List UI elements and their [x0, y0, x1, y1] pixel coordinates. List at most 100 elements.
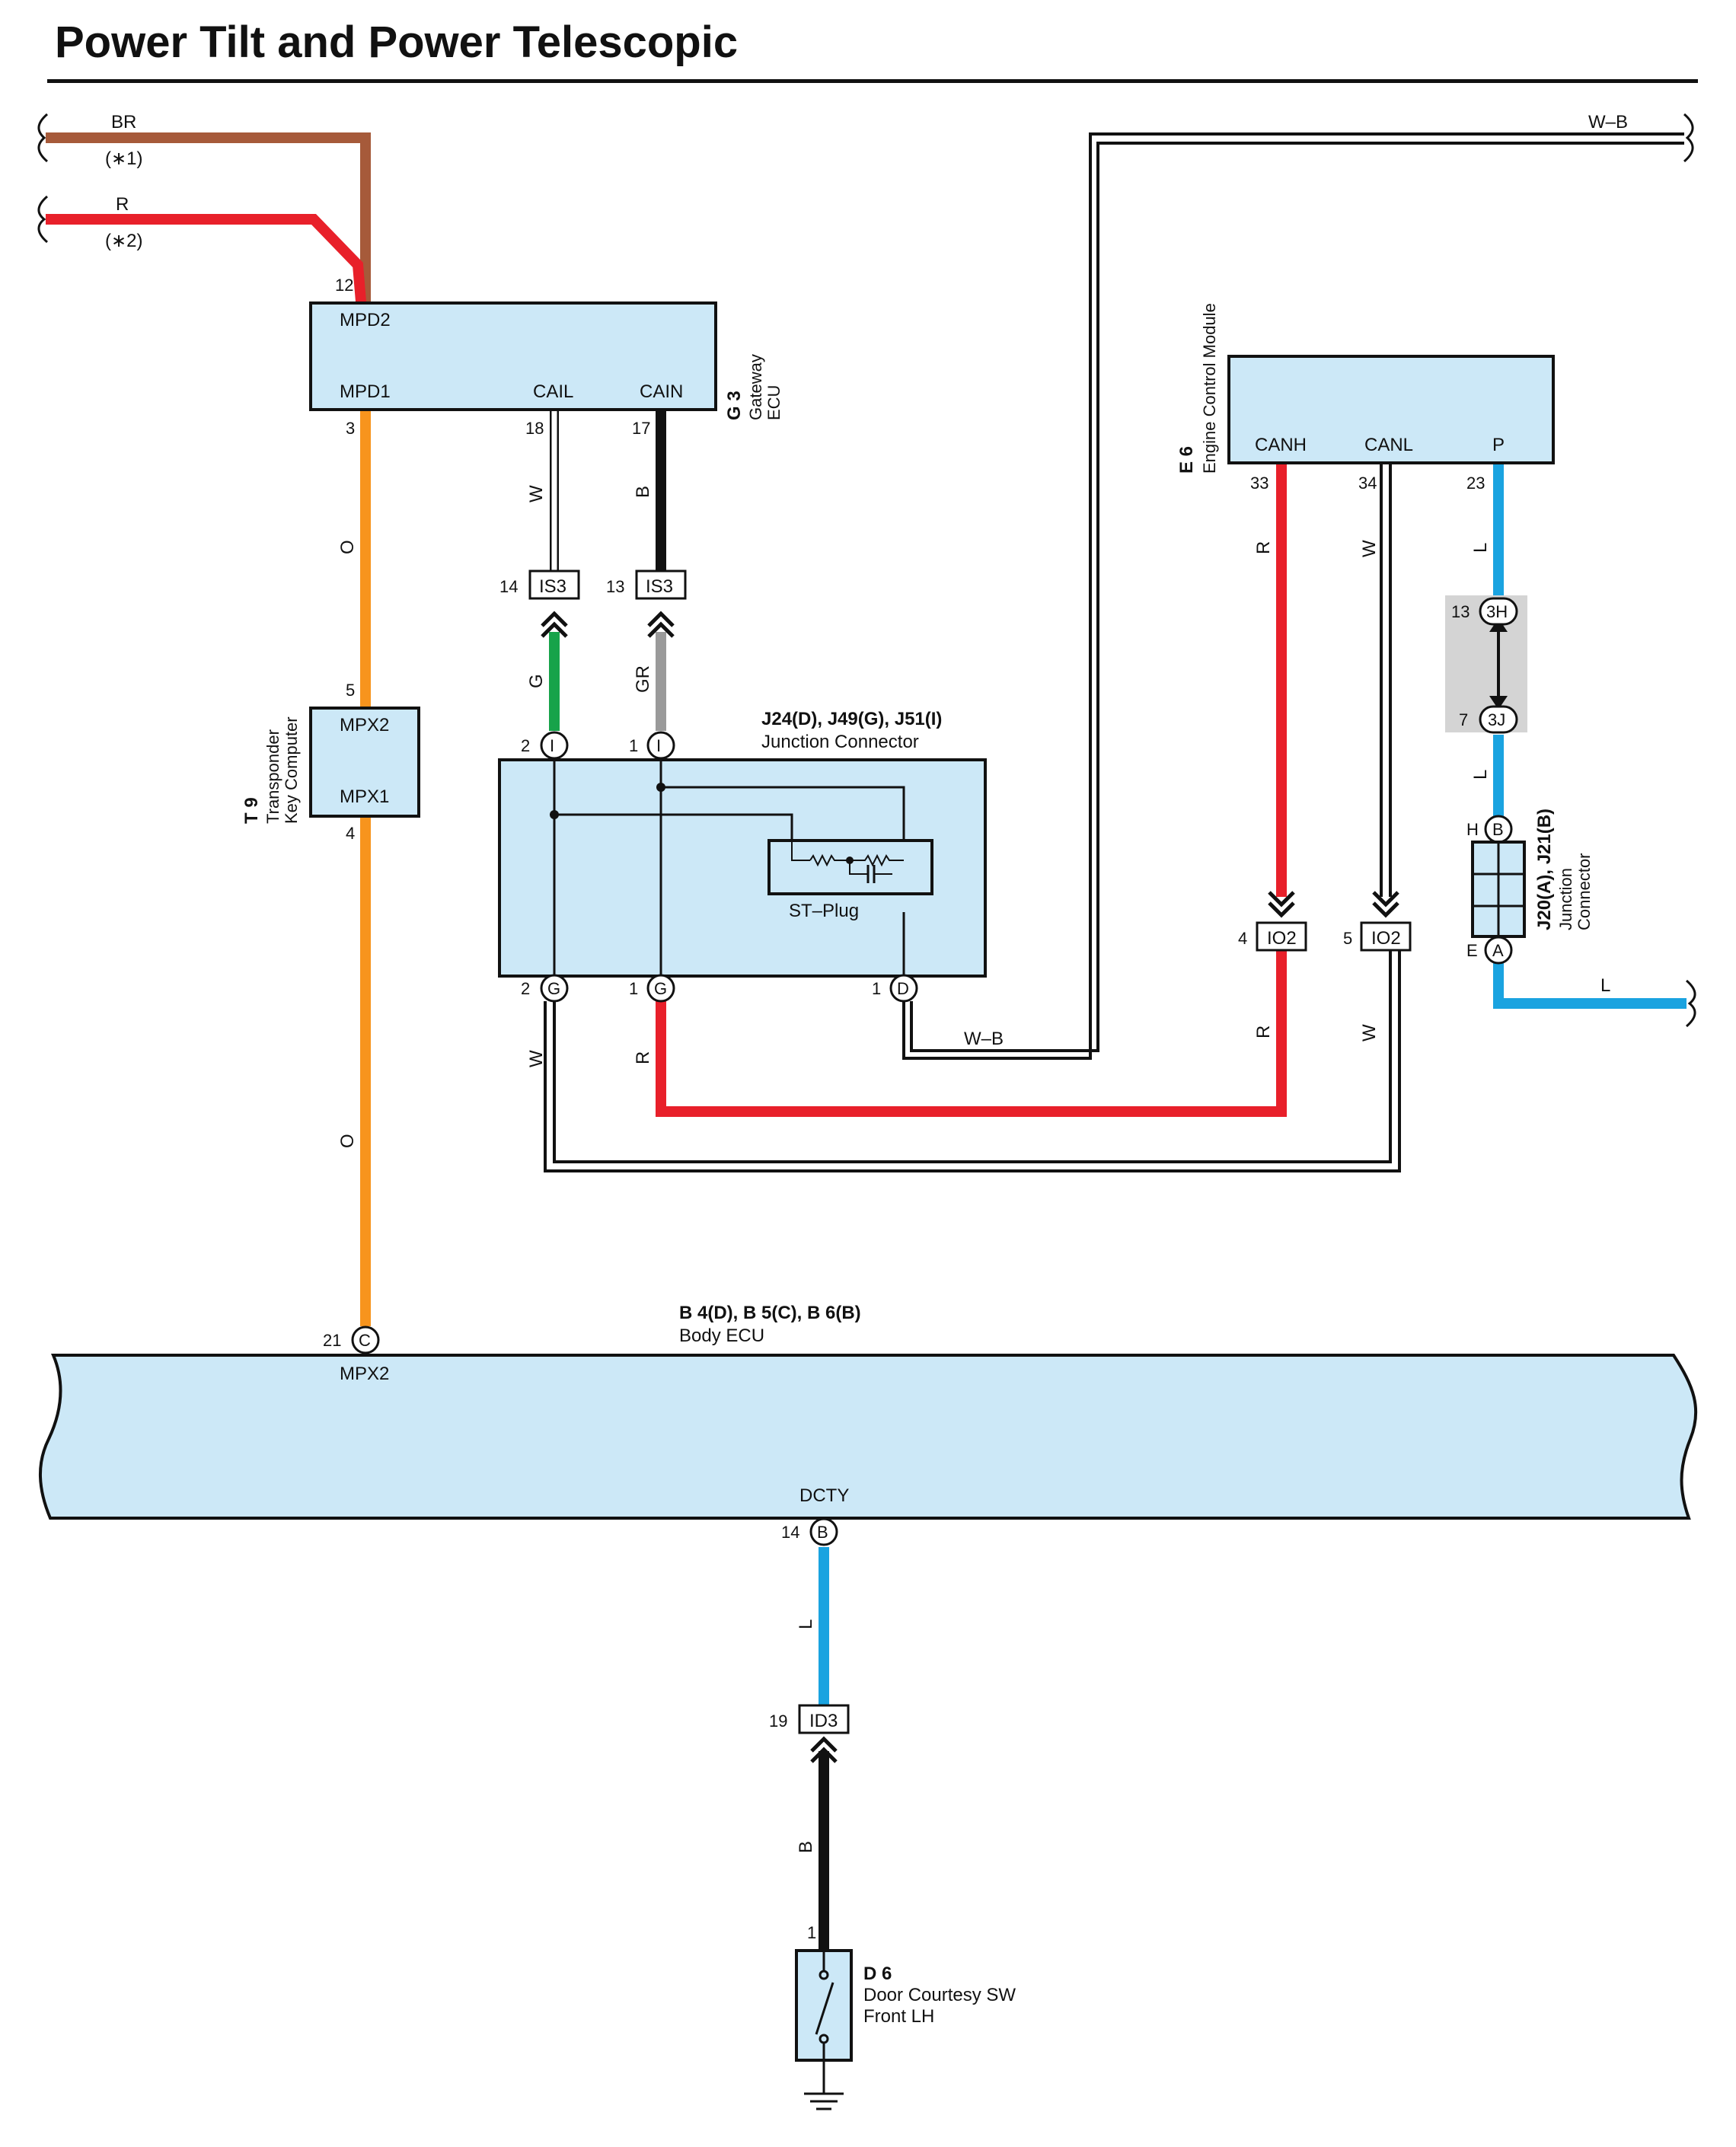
wire-l-out — [1493, 950, 1687, 1009]
wire-label-w-junction: W — [526, 1050, 547, 1067]
pin-1-bottom-g: 1 — [629, 979, 638, 998]
wire-note-2: (∗2) — [105, 231, 142, 251]
wire-label-l-p: L — [1470, 543, 1491, 553]
wire-labels: BR (∗1) R (∗2) W–B W–B O O W B G GR W R … — [105, 112, 1628, 1853]
body-pin-c: C — [359, 1331, 371, 1350]
wire-w-canl-inner — [553, 950, 1392, 1163]
wire-wb-outer — [902, 132, 1684, 1060]
wire-label-l-mid: L — [1470, 770, 1491, 780]
j20-name2: Connector — [1575, 853, 1594, 930]
body-pin-b: B — [817, 1523, 828, 1542]
chevron-down-icon — [1372, 891, 1399, 918]
door-pin-1: 1 — [807, 1923, 816, 1942]
wire-label-w-io2: W — [1359, 1024, 1380, 1042]
pin-13-is3: 13 — [606, 577, 624, 596]
gateway-pin-cail: CAIL — [533, 381, 573, 402]
title-underline — [47, 79, 1698, 83]
j20-pin-a: A — [1492, 941, 1504, 960]
pin-14-is3: 14 — [499, 577, 518, 596]
pin-14-body: 14 — [781, 1523, 799, 1542]
wire-label-gr: GR — [633, 665, 653, 693]
wire-label-l-out: L — [1600, 975, 1610, 996]
junction-connector-j20: B H A E J20(A), J21(B) Junction Connecto… — [1466, 809, 1594, 965]
wire-label-wb-top: W–B — [1588, 112, 1628, 132]
pin-21: 21 — [323, 1331, 341, 1350]
pin-1-bottom-d: 1 — [872, 979, 881, 998]
id3-connector: ID3 19 — [769, 1704, 850, 1763]
wire-r-gateway — [46, 214, 367, 311]
wire-label-l-dcty: L — [796, 1619, 816, 1629]
engine-control-module: CANH CANL P 33 34 23 E 6 Engine Control … — [1176, 303, 1555, 493]
j20-code: J20(A), J21(B) — [1534, 809, 1555, 930]
chevron-up-icon — [647, 611, 675, 638]
io2-right-label: IO2 — [1371, 928, 1401, 949]
junction-pin-i-right: I — [656, 736, 661, 755]
connector-3j: 3J — [1488, 710, 1505, 729]
transponder-name: Transponder — [263, 729, 282, 824]
transponder-name2: Key Computer — [282, 716, 301, 824]
ecm-pin-canl: CANL — [1364, 435, 1413, 455]
wire-label-r-canh: R — [1253, 541, 1274, 554]
gateway-pin-mpd1: MPD1 — [340, 381, 391, 402]
break-mark-l — [1686, 979, 1696, 1028]
wire-note-1: (∗1) — [105, 148, 142, 169]
io2-connectors: IO2 4 IO2 5 — [1238, 891, 1412, 952]
wire-br — [46, 132, 371, 311]
gateway-pin-cain: CAIN — [640, 381, 683, 402]
wire-label-r-io2: R — [1253, 1026, 1274, 1038]
resistor-icon — [809, 853, 850, 867]
body-pin-dcty: DCTY — [799, 1485, 849, 1506]
io2-left-label: IO2 — [1267, 928, 1297, 949]
junction-pin-i-left: I — [550, 736, 554, 755]
body-ecu: C 21 MPX2 B 4(D), B 5(C), B 6(B) Body EC… — [38, 1303, 1698, 1546]
wire-label-g: G — [526, 674, 547, 688]
break-mark-br — [37, 113, 48, 163]
st-plug-label: ST–Plug — [789, 901, 859, 921]
door-courtesy-switch: 1 D 6 Door Courtesy SW Front LH — [795, 1923, 1016, 2110]
pin-2-top: 2 — [521, 736, 530, 755]
pin-3: 3 — [346, 419, 355, 438]
ecm-code: E 6 — [1176, 446, 1197, 474]
wire-label-o-lower: O — [337, 1134, 358, 1148]
wires — [46, 132, 1687, 1951]
pin-7-3j: 7 — [1459, 710, 1468, 729]
pin-18: 18 — [525, 419, 544, 438]
pin-4-io2: 4 — [1238, 929, 1247, 948]
ecm-pin-p: P — [1492, 435, 1505, 455]
junction-pin-g-left: G — [547, 979, 560, 998]
gateway-ecu: MPD2 MPD1 CAIL CAIN 12 3 18 17 G 3 Gatew… — [309, 276, 783, 438]
pin-19: 19 — [769, 1712, 787, 1731]
pin-33: 33 — [1250, 474, 1268, 493]
junction-pin-d: D — [897, 979, 909, 998]
body-pin-mpx2: MPX2 — [340, 1364, 389, 1384]
wire-label-o-upper: O — [337, 540, 358, 554]
wire-w-canl-outer — [544, 950, 1401, 1172]
resistor-icon — [850, 853, 904, 867]
switch-contact-icon — [815, 1982, 834, 2035]
is3-left-label: IS3 — [539, 576, 566, 597]
gateway-pin-mpd2: MPD2 — [340, 310, 391, 330]
pin-12: 12 — [335, 276, 353, 295]
gateway-name2: ECU — [764, 385, 783, 420]
ecm-pin-canh: CANH — [1255, 435, 1307, 455]
j20-pin-e: E — [1466, 941, 1478, 960]
is3-connectors: IS3 14 IS3 13 — [499, 569, 687, 638]
junction-code: J24(D), J49(G), J51(I) — [761, 709, 942, 729]
pin-2-bottom: 2 — [521, 979, 530, 998]
gateway-code: G 3 — [724, 391, 745, 420]
wire-label-b-cain: B — [633, 486, 653, 498]
inline-connector-3h-3j: 3H 13 3J 7 — [1445, 595, 1527, 734]
transponder-code: T 9 — [241, 797, 262, 824]
wire-r-can — [656, 950, 1287, 1117]
transponder-key-computer: MPX2 MPX1 5 4 T 9 Transponder Key Comput… — [241, 681, 420, 843]
transponder-pin-mpx2: MPX2 — [340, 715, 389, 735]
ecm-name: Engine Control Module — [1200, 303, 1219, 474]
j20-pin-b: B — [1492, 820, 1504, 839]
connector-3h: 3H — [1486, 602, 1508, 621]
chevron-down-icon — [1268, 891, 1295, 918]
wire-label-r-junction: R — [633, 1051, 653, 1064]
wire-label-br: BR — [111, 112, 136, 132]
chevron-up-icon — [810, 1736, 838, 1763]
j20-pin-h: H — [1466, 820, 1479, 839]
